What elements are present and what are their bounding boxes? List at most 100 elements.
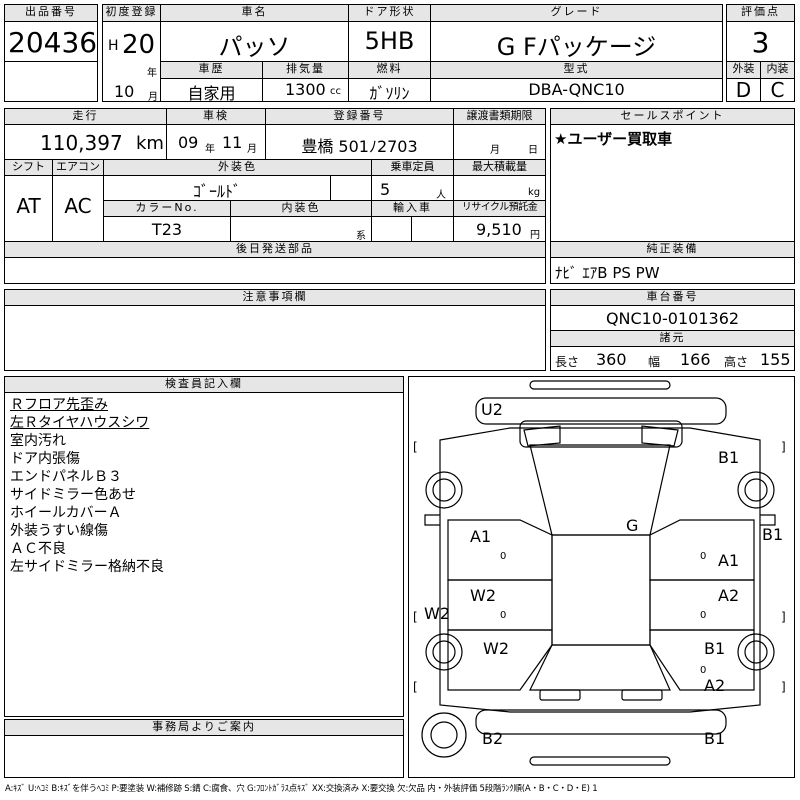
damage-mark: A2 <box>704 676 726 695</box>
inspector-note: Ｒフロア先歪み <box>10 397 108 413</box>
mileage: 110,397 <box>40 131 123 155</box>
inspector-note: ドア内張傷 <box>10 451 80 467</box>
plate-number: 豊橋 501ﾉ2703 <box>301 137 418 156</box>
inspector-label: 検査員記入欄 <box>5 377 403 392</box>
first-reg-month: 10 <box>114 82 135 101</box>
grade: G Fパッケージ <box>496 33 657 61</box>
diagram-zero: 0 <box>700 551 707 562</box>
dims-label: 諸元 <box>551 331 794 346</box>
era: H <box>108 38 119 54</box>
first-reg-year: 20 <box>122 30 156 60</box>
later-parts-label: 後日発送部品 <box>5 242 545 257</box>
lot-no: 20436 <box>8 26 98 59</box>
damage-mark: B1 <box>718 448 740 467</box>
inspection-year: 09 <box>178 133 199 152</box>
insp-month-unit: 月 <box>247 144 257 155</box>
capacity: 5 <box>380 180 391 199</box>
interior-grade: C <box>770 78 785 102</box>
recycle-unit: 円 <box>530 230 540 241</box>
fuel: ｶﾞｿﾘﾝ <box>369 84 410 103</box>
displacement-label: 排気量 <box>263 62 348 78</box>
length-label: 長さ <box>555 355 580 369</box>
inspector-note: 左サイドミラー格納不良 <box>10 559 164 575</box>
car-name: パッソ <box>218 33 291 61</box>
bracket-right: ] <box>781 680 786 694</box>
diagram-zero: 0 <box>500 610 507 621</box>
door-shape: 5HB <box>364 27 415 55</box>
bracket-left: [ <box>413 680 418 694</box>
damage-mark: W2 <box>470 586 496 605</box>
interior-grade-label: 内装 <box>761 62 794 78</box>
inspector-notes: Ｒフロア先歪み 左Ｒタイヤハウスシワ 室内汚れ ドア内張傷 エンドパネルＢ３ サ… <box>10 396 400 576</box>
damage-mark: B2 <box>482 729 504 748</box>
fuel-label: 燃料 <box>349 62 430 78</box>
bracket-right: ] <box>781 440 786 454</box>
car-name-label: 車名 <box>161 5 348 21</box>
bracket-left: [ <box>413 440 418 454</box>
recycle-fee: 9,510 <box>476 220 522 239</box>
exterior-grade: D <box>735 78 752 102</box>
body-color: ｺﾞｰﾙﾄﾞ <box>192 182 241 201</box>
damage-legend: A:ｷｽﾞ U:ﾍｺﾐ B:ｷｽﾞを伴うﾍｺﾐ P:要塗装 W:補修跡 S:錆 … <box>5 784 598 794</box>
air-conditioner: AC <box>64 194 92 218</box>
width: 166 <box>680 350 711 369</box>
max-load-unit: kg <box>528 187 541 198</box>
year-unit: 年 <box>147 68 157 79</box>
inspector-note: 外装うすい線傷 <box>10 523 108 539</box>
inspection-label: 車検 <box>167 109 265 124</box>
color-no-label: カラーNo. <box>104 201 230 216</box>
damage-mark: G <box>626 516 639 535</box>
month-unit: 月 <box>148 92 158 103</box>
damage-mark: U2 <box>481 400 503 419</box>
transfer-day-unit: 日 <box>528 145 538 156</box>
chassis-label: 車台番号 <box>551 290 794 305</box>
diagram-zero: 0 <box>500 551 507 562</box>
color-number: T23 <box>151 220 183 239</box>
inspector-note: サイドミラー色あせ <box>10 487 136 503</box>
transfer-doc-label: 譲渡書類期限 <box>454 109 545 124</box>
model-code: DBA-QNC10 <box>528 80 625 99</box>
capacity-unit: 人 <box>436 190 446 201</box>
history-label: 車歴 <box>161 62 262 78</box>
transfer-month-unit: 月 <box>490 145 500 156</box>
damage-mark: B1 <box>762 525 784 544</box>
diagram-zero: 0 <box>700 665 707 676</box>
shift: AT <box>16 194 41 218</box>
inspection-month: 11 <box>222 133 243 152</box>
width-label: 幅 <box>648 355 661 369</box>
lot-no-label: 出品番号 <box>5 5 97 21</box>
office-label: 事務局よりご案内 <box>5 720 403 735</box>
damage-mark: B1 <box>704 729 726 748</box>
damage-mark: W2 <box>424 604 450 623</box>
first-reg-label: 初度登録 <box>103 5 160 21</box>
interior-color-unit: 系 <box>356 231 366 242</box>
length: 360 <box>596 350 627 369</box>
ac-label: エアコン <box>53 160 103 175</box>
exterior-grade-label: 外装 <box>727 62 760 78</box>
cautions-label: 注意事項欄 <box>5 290 545 305</box>
door-label: ドア形状 <box>349 5 430 21</box>
capacity-label: 乗車定員 <box>372 160 453 175</box>
inspector-note: エンドパネルＢ３ <box>10 469 122 485</box>
shift-label: シフト <box>5 160 52 175</box>
displacement: 1300 <box>285 80 326 99</box>
bracket-right: ] <box>781 610 786 624</box>
diagram-zero: 0 <box>700 610 707 621</box>
model-label: 型式 <box>431 62 722 78</box>
inspector-note: 室内汚れ <box>10 433 66 449</box>
damage-mark: A1 <box>470 527 492 546</box>
grade-label: グレード <box>431 5 722 21</box>
recycle-label: リサイクル預託金 <box>454 201 545 216</box>
plate-label: 登録番号 <box>266 109 453 124</box>
damage-mark: A2 <box>718 586 740 605</box>
mileage-unit: km <box>136 133 164 154</box>
genuine-equip-label: 純正装備 <box>551 242 794 257</box>
sales-point: ★ユーザー買取車 <box>554 130 673 148</box>
import-label: 輸入車 <box>372 201 453 216</box>
interior-color-label: 内装色 <box>231 201 371 216</box>
chassis-number: QNC10-0101362 <box>605 309 740 328</box>
sales-point-label: セールスポイント <box>551 109 794 124</box>
score-label: 評価点 <box>727 5 794 21</box>
